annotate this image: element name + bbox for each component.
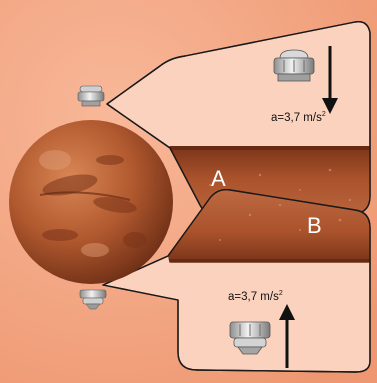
acceleration-label-b: a=3,7 m/s2 [228,290,283,303]
acceleration-arrow-up [279,304,295,368]
panel-letter-a: A [211,166,226,191]
lander-small-bottom [79,289,107,310]
acceleration-label-a: a=3,7 m/s2 [271,111,326,124]
mars-planet [9,120,173,284]
lander-a [273,49,315,82]
lander-small-top [77,85,105,107]
panel-letter-b: B [307,213,322,238]
acceleration-arrow-down [322,46,338,114]
lander-b [229,321,271,355]
